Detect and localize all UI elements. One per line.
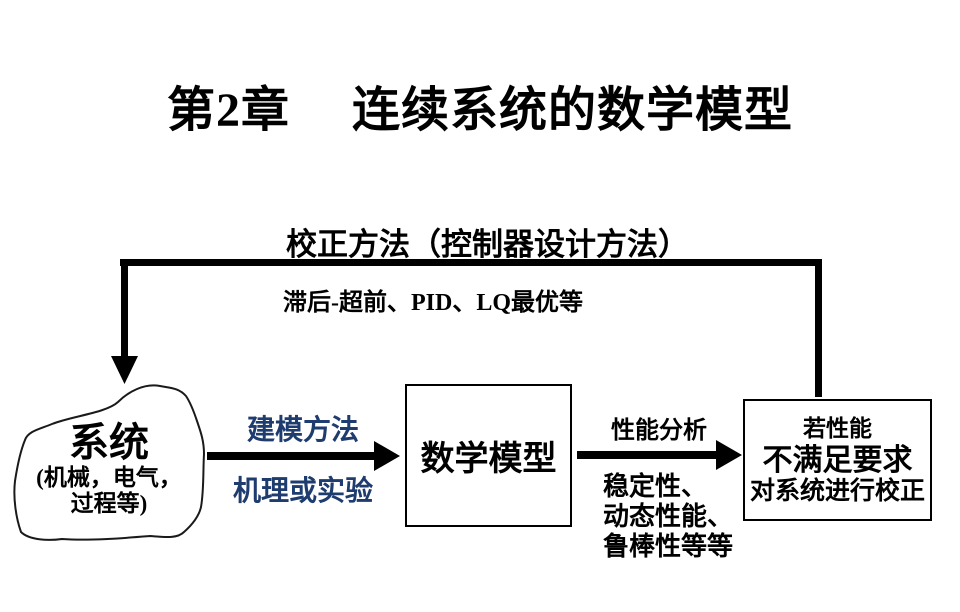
performance-analysis-sublist: 稳定性、 动态性能、 鲁棒性等等 (603, 472, 733, 562)
result-line1: 若性能 (803, 415, 872, 441)
system-blob-subtitle-line2: 过程等) (70, 491, 148, 516)
analysis-arrowhead-icon (716, 440, 742, 470)
analysis-sub-line: 动态性能、 (603, 502, 734, 531)
feedback-method-sublabel: 滞后-超前、PID、LQ最优等 (283, 290, 583, 316)
system-blob: 系统 (机械，电气， 过程等) (13, 421, 205, 517)
feedback-method-label: 校正方法（控制器设计方法） (286, 227, 689, 262)
analysis-sub-line: 稳定性、 (603, 472, 708, 501)
result-line2: 不满足要求 (762, 443, 913, 477)
modeling-method-label: 建模方法 (246, 415, 359, 446)
result-line3: 对系统进行校正 (749, 477, 925, 505)
math-model-label: 数学模型 (420, 441, 557, 478)
page-title: 第2章 连续系统的数学模型 (166, 84, 793, 137)
system-blob-subtitle-line1: (机械，电气， (36, 465, 182, 490)
performance-analysis-label: 性能分析 (611, 418, 707, 444)
system-blob-title: 系统 (69, 420, 149, 465)
system-blob-shape (13, 384, 206, 541)
feedback-arrowhead-icon (111, 356, 138, 384)
analysis-sub-line: 鲁棒性等等 (603, 532, 734, 561)
math-model-box: 数学模型 (405, 384, 572, 527)
modeling-arrowhead-icon (374, 441, 400, 471)
result-box: 若性能 不满足要求 对系统进行校正 (743, 399, 932, 521)
modeling-approach-label: 机理或实验 (232, 476, 373, 507)
